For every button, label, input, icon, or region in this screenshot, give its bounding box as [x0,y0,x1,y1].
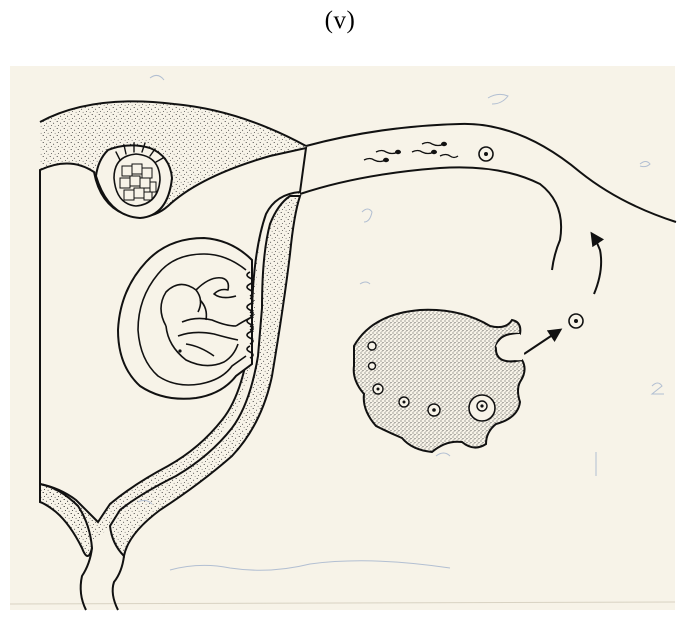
reproductive-system-drawing [0,64,680,614]
egg-in-tube-nucleus [484,152,488,156]
ovulated-egg-nucleus [574,319,578,323]
figure-label: (v) [0,7,680,35]
fetus-eye [178,349,181,352]
drawing-sheet [0,64,680,614]
